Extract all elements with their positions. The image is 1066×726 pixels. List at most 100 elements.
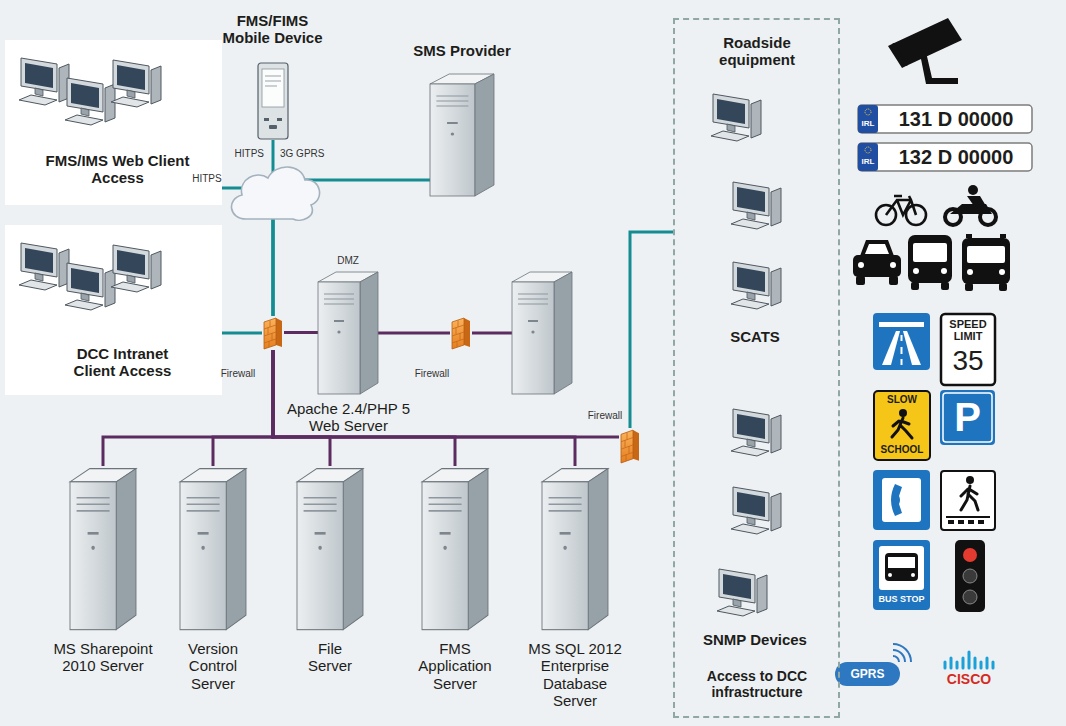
sign-label: SCHOOL bbox=[874, 444, 930, 456]
firewall-icon bbox=[621, 430, 639, 463]
node-label: FMS/FIMS Mobile Device bbox=[215, 12, 330, 47]
telephone-sign bbox=[882, 478, 921, 522]
computer-icon bbox=[17, 239, 73, 295]
text-slot: Firewall bbox=[216, 368, 260, 380]
node-label: MS SQL 2012 Enterprise Database Server bbox=[525, 640, 625, 709]
bus-stop-sign bbox=[888, 557, 915, 568]
parking-sign bbox=[940, 390, 995, 445]
text-slot: IRL bbox=[858, 157, 878, 166]
network-link bbox=[222, 332, 262, 335]
cctv-camera bbox=[888, 43, 908, 68]
pedestrian-crossing-sign bbox=[941, 471, 995, 530]
text-slot: SCHOOL bbox=[874, 444, 930, 456]
bicycle-icon bbox=[886, 196, 916, 215]
licence-plates bbox=[865, 109, 871, 115]
server-icon bbox=[70, 469, 136, 630]
computer-icon bbox=[19, 243, 69, 290]
text-slot: FMS Application Server bbox=[412, 640, 498, 692]
motorbike-icon bbox=[950, 204, 992, 214]
network-link bbox=[630, 232, 673, 428]
telephone-sign bbox=[891, 484, 902, 516]
server-icon bbox=[180, 469, 246, 630]
text-slot: 35 bbox=[941, 344, 995, 378]
server-icon: File Server bbox=[297, 466, 363, 631]
node-label: FMS/IMS Web Client Access bbox=[45, 152, 190, 187]
licence-plates bbox=[858, 105, 1032, 133]
licence-plates bbox=[858, 143, 1032, 171]
computer-icon bbox=[109, 241, 165, 297]
motorway-sign bbox=[901, 335, 903, 365]
node-label: Firewall bbox=[410, 368, 454, 380]
computer-icon bbox=[17, 54, 73, 110]
computer-icon bbox=[731, 487, 781, 534]
server-icon bbox=[542, 469, 608, 630]
internet-cloud bbox=[231, 167, 319, 220]
licence-plates bbox=[865, 147, 871, 153]
bus-icon bbox=[908, 235, 952, 283]
school-sign bbox=[899, 409, 907, 417]
school-sign bbox=[874, 391, 930, 460]
cctv-camera bbox=[888, 18, 962, 84]
firewall-icon bbox=[264, 318, 282, 349]
text-slot: SLOW bbox=[874, 394, 930, 406]
node-label: Apache 2.4/PHP 5 Web Server bbox=[281, 400, 416, 435]
server-icon bbox=[297, 466, 363, 631]
text-slot: FMS/IMS Web Client Access bbox=[45, 152, 190, 187]
node-label: Access to DCC infrastructure bbox=[691, 668, 823, 700]
text-slot: P bbox=[940, 390, 995, 445]
sign-label: HITPS bbox=[228, 148, 264, 160]
mobile-device: FMS/FIMS Mobile Device bbox=[257, 62, 289, 140]
dmz-server bbox=[512, 272, 572, 394]
traffic-light bbox=[963, 590, 977, 604]
text-slot: BUS STOP bbox=[873, 594, 930, 604]
traffic-light bbox=[955, 540, 985, 612]
computer-icon bbox=[729, 405, 785, 461]
node-label: Version Control Server bbox=[182, 640, 244, 692]
motorway-sign bbox=[873, 313, 930, 370]
text-slot: File Server bbox=[304, 640, 356, 675]
server-icon bbox=[430, 74, 494, 196]
node-label: DMZ bbox=[318, 255, 378, 267]
computer-icon bbox=[717, 569, 767, 616]
server-icon bbox=[180, 466, 246, 631]
node-label: Firewall bbox=[583, 410, 627, 422]
link-label: HITPS bbox=[190, 173, 224, 185]
car-icon bbox=[890, 262, 896, 268]
motorbike-icon bbox=[968, 185, 978, 195]
text-slot: SMS Provider bbox=[402, 42, 522, 59]
bus-stop-sign bbox=[873, 540, 930, 610]
school-sign bbox=[892, 418, 912, 438]
text-slot: MS SQL 2012 Enterprise Database Server bbox=[525, 640, 625, 709]
text-slot: HITPS bbox=[228, 148, 264, 160]
telephone-sign bbox=[873, 470, 930, 530]
licence-plates bbox=[858, 105, 878, 133]
text-slot: Firewall bbox=[410, 368, 454, 380]
bus-icon bbox=[913, 268, 919, 274]
network-link bbox=[213, 350, 273, 466]
gprs-logo bbox=[835, 662, 900, 686]
network-link bbox=[284, 331, 318, 334]
mobile-device bbox=[257, 62, 289, 140]
motorway-sign bbox=[873, 313, 930, 370]
bus-icon bbox=[913, 243, 947, 262]
sign-label: CISCO bbox=[929, 671, 1009, 687]
text-slot: IRL bbox=[858, 119, 878, 128]
sign-label: IRL bbox=[858, 119, 878, 128]
computer-icon bbox=[111, 245, 161, 292]
sign-label: 3G GPRS bbox=[280, 148, 330, 160]
internet-cloud bbox=[231, 167, 319, 220]
text-slot: Version Control Server bbox=[182, 640, 244, 692]
computer-icon bbox=[729, 258, 785, 314]
school-bus-icon bbox=[967, 246, 1005, 263]
text-slot: 3G GPRS bbox=[280, 148, 330, 160]
node-label: File Server bbox=[304, 640, 356, 675]
sign-label: IRL bbox=[858, 157, 878, 166]
motorbike-icon bbox=[967, 196, 986, 206]
node-label: DCC Intranet Client Access bbox=[60, 345, 185, 380]
computer-icon bbox=[109, 56, 165, 112]
pedestrian-crossing-sign bbox=[946, 516, 990, 518]
traffic-light bbox=[963, 548, 977, 562]
text-slot: DCC Intranet Client Access bbox=[60, 345, 185, 380]
text-slot: HITPS bbox=[190, 173, 224, 185]
bus-stop-sign bbox=[888, 573, 892, 577]
